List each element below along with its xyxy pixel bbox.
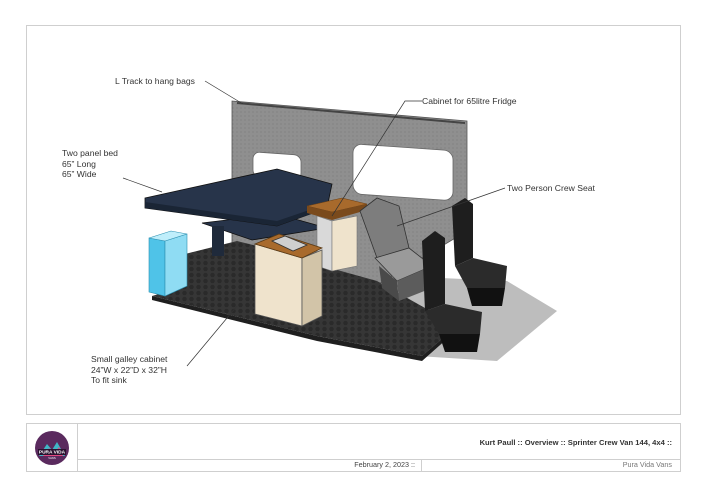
callout-bed-title: Two panel bed (62, 148, 118, 158)
callout-galley-title: Small galley cabinet (91, 354, 168, 364)
leader-l-track (204, 80, 244, 105)
callout-bed: Two panel bed 65” Long 65” Wide (62, 148, 118, 180)
logo-cell: PURA VIDA VANS (27, 424, 78, 471)
front-seat-front-back (422, 231, 445, 311)
fridge-cabinet-front (331, 215, 358, 272)
front-seat-rear-base (467, 288, 505, 306)
wall-window-large (352, 144, 454, 201)
drawing-date: February 2, 2023 :: (77, 459, 422, 471)
title-info-row: Kurt Paull :: Overview :: Sprinter Crew … (77, 424, 680, 460)
callout-galley: Small galley cabinet 24”W x 22”D x 32”H … (91, 354, 167, 386)
leader-galley (186, 305, 238, 367)
water-tank-side (164, 233, 188, 297)
pura-vida-logo: PURA VIDA VANS (35, 431, 69, 465)
leader-fridge-cabinet (331, 100, 422, 217)
logo-subtext: VANS (48, 456, 56, 460)
water-tank-top (148, 230, 188, 242)
callout-crew-seat: Two Person Crew Seat (507, 183, 595, 193)
front-seat-rear-cushion (455, 258, 507, 288)
date-row: February 2, 2023 :: Pura Vida Vans (77, 459, 680, 471)
callout-l-track: L Track to hang bags (115, 76, 195, 86)
logo-text: PURA VIDA (39, 450, 66, 456)
project-title: Kurt Paull :: Overview :: Sprinter Crew … (479, 438, 672, 447)
l-track (236, 102, 466, 124)
crew-seat-back (359, 197, 410, 259)
crew-seat-base-2 (397, 266, 432, 301)
drawing-sheet: L Track to hang bags Cabinet for 65litre… (26, 25, 681, 415)
crew-seat-base (379, 266, 399, 301)
van-interior-3d-drawing (122, 80, 557, 367)
callout-bed-length: 65” Long (62, 158, 96, 169)
water-tank-front (148, 237, 166, 297)
leader-crew-seat (396, 187, 506, 227)
leader-bed (122, 177, 163, 193)
front-seat-rear-back (452, 198, 473, 266)
fridge-cabinet-top-edge (307, 204, 367, 220)
callout-galley-dims: 24”W x 22”D x 32”H (91, 364, 167, 375)
galley-sink (270, 235, 309, 252)
galley-cabinet-side (301, 249, 323, 327)
front-seat-front-cushion (425, 304, 482, 334)
company-name: Pura Vida Vans (622, 460, 672, 469)
callout-bed-width: 65” Wide (62, 169, 97, 179)
callout-fridge-cabinet: Cabinet for 65litre Fridge (422, 96, 517, 106)
bed-support (212, 226, 224, 256)
bed-panel-edge (145, 202, 327, 226)
title-block: PURA VIDA VANS Kurt Paull :: Overview ::… (26, 423, 681, 472)
callout-galley-note: To fit sink (91, 375, 127, 385)
front-seat-front-base (439, 334, 480, 352)
floor-edge (152, 296, 457, 361)
